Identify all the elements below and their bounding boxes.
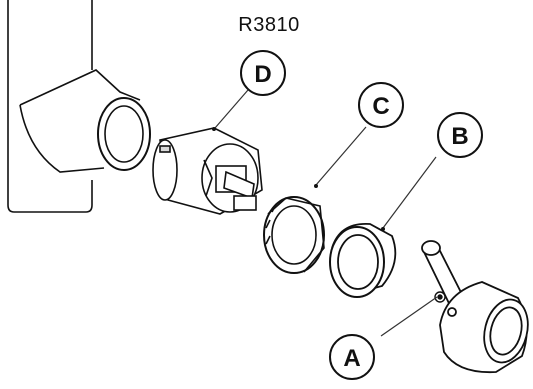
part-d-cartridge bbox=[152, 127, 263, 215]
callout-circle bbox=[329, 334, 375, 380]
callout-label: A bbox=[343, 345, 360, 372]
callout-circle bbox=[437, 112, 483, 158]
diagram-title: R3810 bbox=[238, 14, 300, 36]
handle bbox=[421, 240, 529, 374]
leader-dots bbox=[212, 127, 385, 231]
faucet-body bbox=[7, 0, 151, 213]
part-b-cover-ring bbox=[329, 223, 397, 298]
callout-circle bbox=[358, 82, 404, 128]
callout-label: C bbox=[372, 93, 389, 120]
callout-d: D bbox=[240, 50, 286, 96]
callout-b: B bbox=[437, 112, 483, 158]
callout-label: B bbox=[451, 123, 468, 150]
callout-label: D bbox=[254, 61, 271, 88]
callout-circle bbox=[240, 50, 286, 96]
leader-lines bbox=[214, 89, 438, 337]
callout-a: A bbox=[329, 334, 375, 380]
callout-c: C bbox=[358, 82, 404, 128]
part-c-nut bbox=[263, 196, 325, 274]
